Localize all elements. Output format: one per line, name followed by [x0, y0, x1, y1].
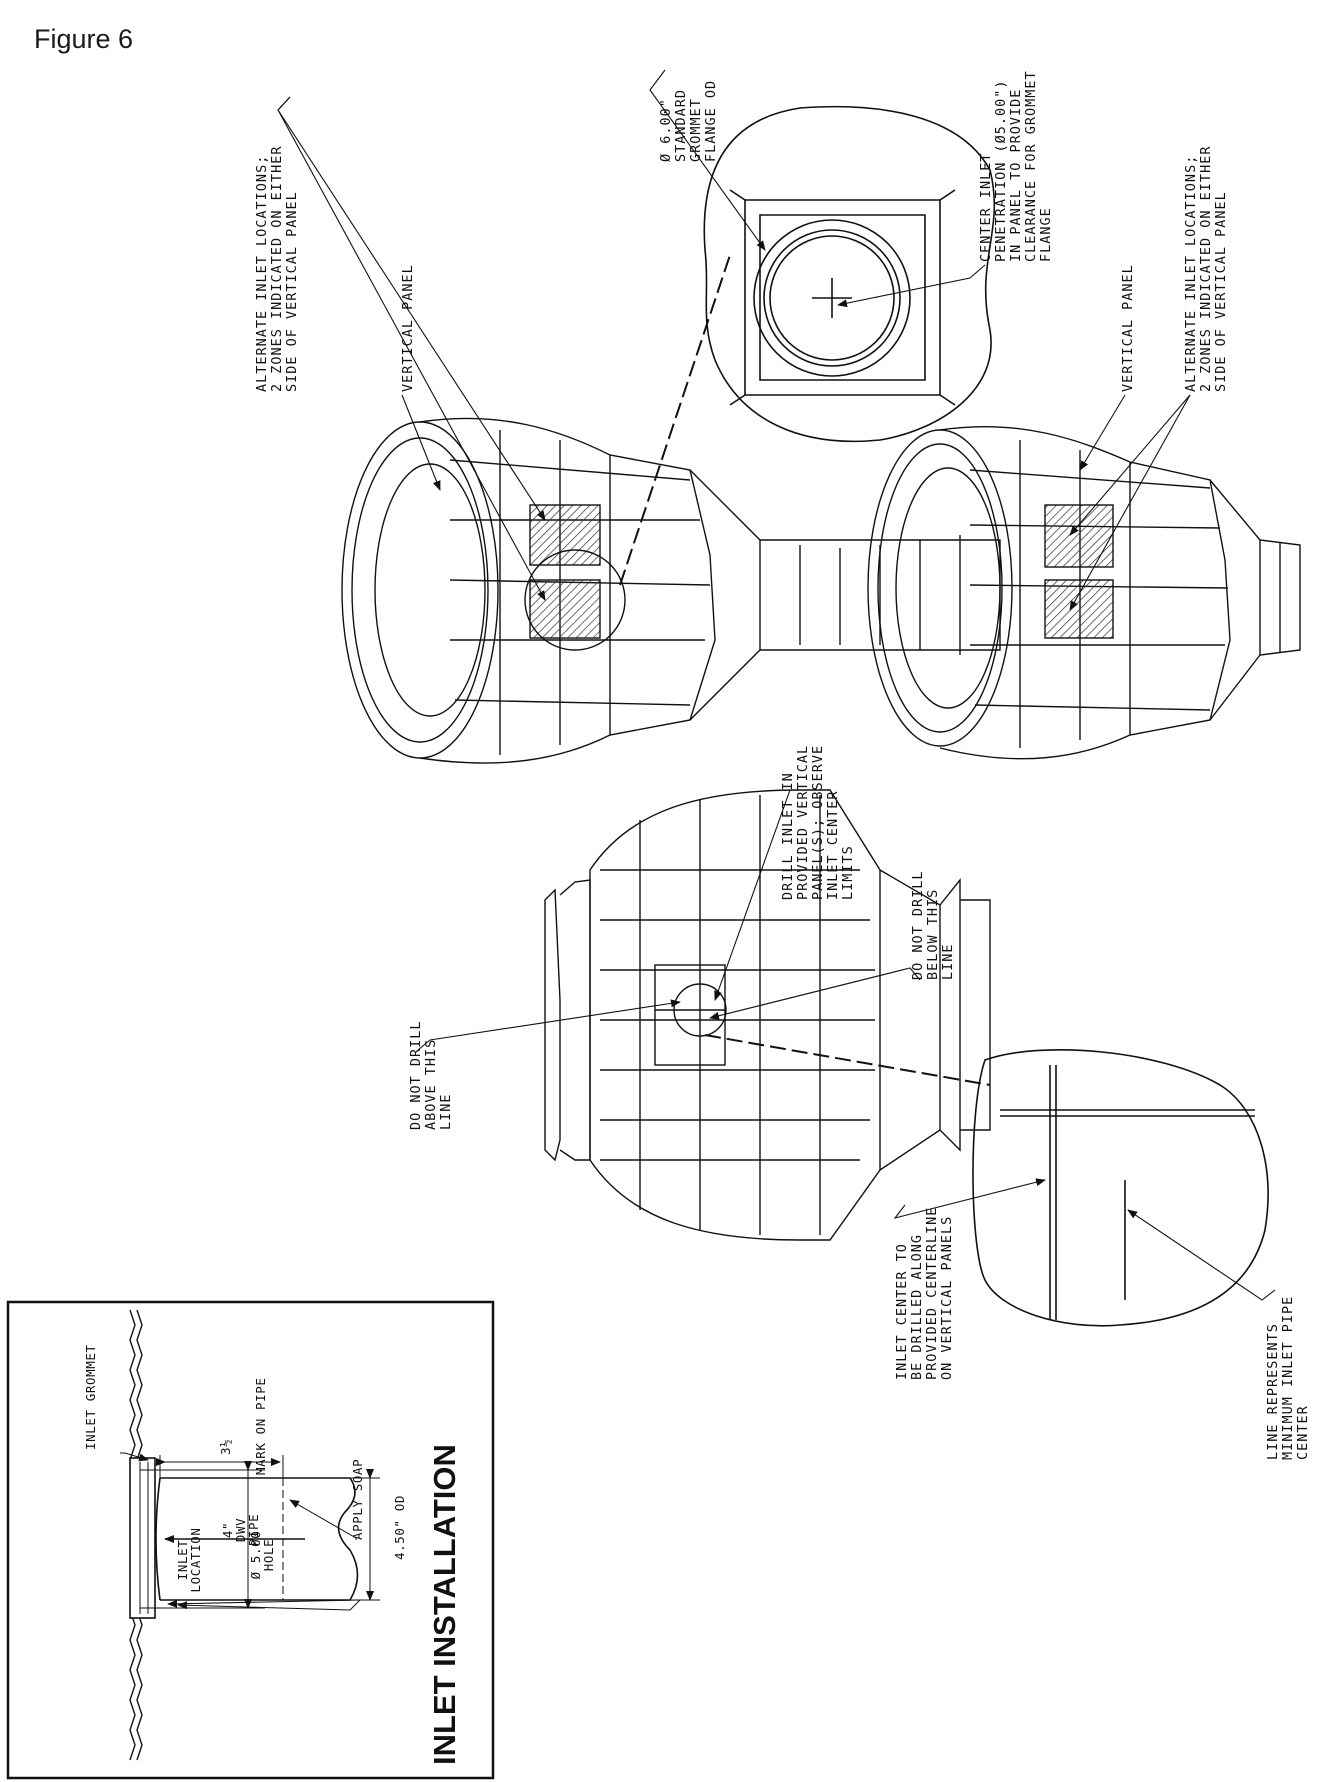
- below-line-2: BELOW THIS: [925, 889, 941, 980]
- vertical-panel-2: VERTICAL PANEL: [1120, 264, 1136, 392]
- pipe-break: [337, 1477, 359, 1601]
- detail-outline: [703, 105, 996, 443]
- above-line-1: DO NOT DRILL: [408, 1020, 424, 1130]
- center-inlet-line-5: FLANGE: [1038, 207, 1054, 262]
- hole-line-2: HOLE: [261, 1539, 276, 1572]
- inlet-location-line-2: LOCATION: [188, 1527, 203, 1592]
- above-line-2: ABOVE THIS: [423, 1039, 439, 1130]
- detail-flange-ring: [753, 219, 911, 377]
- grommet-od-line-1: Ø 6.00": [658, 98, 674, 162]
- tank-iso-bottom: [867, 425, 1301, 760]
- detail-link-2: [704, 1034, 991, 1086]
- inlet-center-line-2: BE DRILLED ALONG: [909, 1234, 925, 1380]
- alt-inlet-1-line-2: 2 ZONES INDICATED ON EITHER: [269, 146, 285, 392]
- inset-heading: INLET INSTALLATION: [427, 1444, 462, 1765]
- above-line-3: LINE: [438, 1093, 454, 1130]
- center-inlet-line-4: CLEARANCE FOR GROMMET: [1023, 70, 1039, 262]
- tank1-zone-lower: [529, 579, 601, 639]
- tank2-zone-lower: [1044, 579, 1114, 639]
- line-represents-1: LINE REPRESENTS: [1265, 1323, 1281, 1460]
- detail-link-1: [619, 254, 731, 586]
- inlet-location-line-1: INLET: [175, 1540, 190, 1581]
- center-inlet-line-1: CENTER INLET: [978, 152, 994, 262]
- alt-inlet-2-line-3: SIDE OF VERTICAL PANEL: [1213, 191, 1229, 392]
- tank1-outlet-ring-outer: [341, 421, 499, 759]
- inlet-grommet-label: INLET GROMMET: [83, 1344, 98, 1450]
- tank1-detail-circle: [524, 549, 626, 651]
- below-line-1: DO NOT DRILL: [910, 870, 926, 980]
- line-represents-3: CENTER: [1295, 1405, 1311, 1460]
- inlet-center-line-3: PROVIDED CENTERLINE: [924, 1207, 940, 1380]
- drill-inlet-line-1: DRILL INLET IN: [780, 772, 796, 900]
- inlet-center-line-1: INLET CENTER TO: [894, 1243, 910, 1380]
- alt-inlet-2-line-1: ALTERNATE INLET LOCATIONS;: [1183, 155, 1199, 392]
- callouts-middle: DRILL INLET IN PROVIDED VERTICAL PANEL(S…: [408, 745, 1311, 1460]
- centerline-detail: [972, 1049, 1269, 1327]
- tank2-outlet-ring-outer: [867, 429, 1013, 747]
- drill-inlet-line-5: LIMITS: [840, 845, 856, 900]
- grommet-od-line-2: STANDARD: [673, 89, 689, 162]
- dwv-line-2: DWV: [233, 1518, 248, 1542]
- tank-side-view: [544, 789, 991, 1241]
- alt-inlet-1-line-3: SIDE OF VERTICAL PANEL: [284, 191, 300, 392]
- center-inlet-line-3: IN PANEL TO PROVIDE: [1008, 89, 1024, 262]
- grommet-detail: [703, 105, 996, 443]
- below-line-3: LINE: [940, 943, 956, 980]
- leader-lines: [277, 69, 1276, 1301]
- od-label: 4.50" OD: [392, 1495, 407, 1560]
- tank-iso-top: [341, 417, 1001, 764]
- hole-line-1: Ø 5.00: [248, 1531, 263, 1580]
- grommet-od-line-4: FLANGE OD: [703, 80, 719, 162]
- grommet-od-line-3: GROMMET: [688, 98, 704, 162]
- inlet-center-line-4: ON VERTICAL PANELS: [939, 1216, 955, 1380]
- side-panel: [654, 964, 726, 1066]
- figure-title: Figure 6: [34, 24, 134, 54]
- alt-inlet-2-line-2: 2 ZONES INDICATED ON EITHER: [1198, 146, 1214, 392]
- inlet-installation-inset: INLET GROMMET MARK ON PIPE APPLY SOAP 4.…: [6, 1300, 495, 1780]
- dwv-line-3: PIPE: [246, 1514, 261, 1547]
- lower-detail-outline: [972, 1049, 1269, 1327]
- drill-inlet-line-2: PROVIDED VERTICAL: [795, 745, 811, 900]
- apply-soap-label: APPLY SOAP: [350, 1459, 365, 1540]
- drill-inlet-line-3: PANEL(S); OBSERVE: [810, 745, 826, 900]
- vertical-panel-1: VERTICAL PANEL: [400, 264, 416, 392]
- grommet: [129, 1457, 156, 1619]
- mark-on-pipe-label: MARK ON PIPE: [253, 1377, 268, 1475]
- line-represents-2: MINIMUM INLET PIPE: [1280, 1296, 1296, 1460]
- callouts-top: ALTERNATE INLET LOCATIONS; 2 ZONES INDIC…: [254, 70, 1229, 392]
- alt-inlet-1-line-1: ALTERNATE INLET LOCATIONS;: [254, 155, 270, 392]
- dwv-line-1: 4": [220, 1522, 235, 1538]
- three-half-label: 3½: [218, 1439, 233, 1455]
- drill-inlet-line-4: INLET CENTER: [825, 790, 841, 900]
- tank2-zone-upper: [1044, 504, 1114, 568]
- center-inlet-line-2: PENETRATION (Ø5.00"): [993, 79, 1009, 262]
